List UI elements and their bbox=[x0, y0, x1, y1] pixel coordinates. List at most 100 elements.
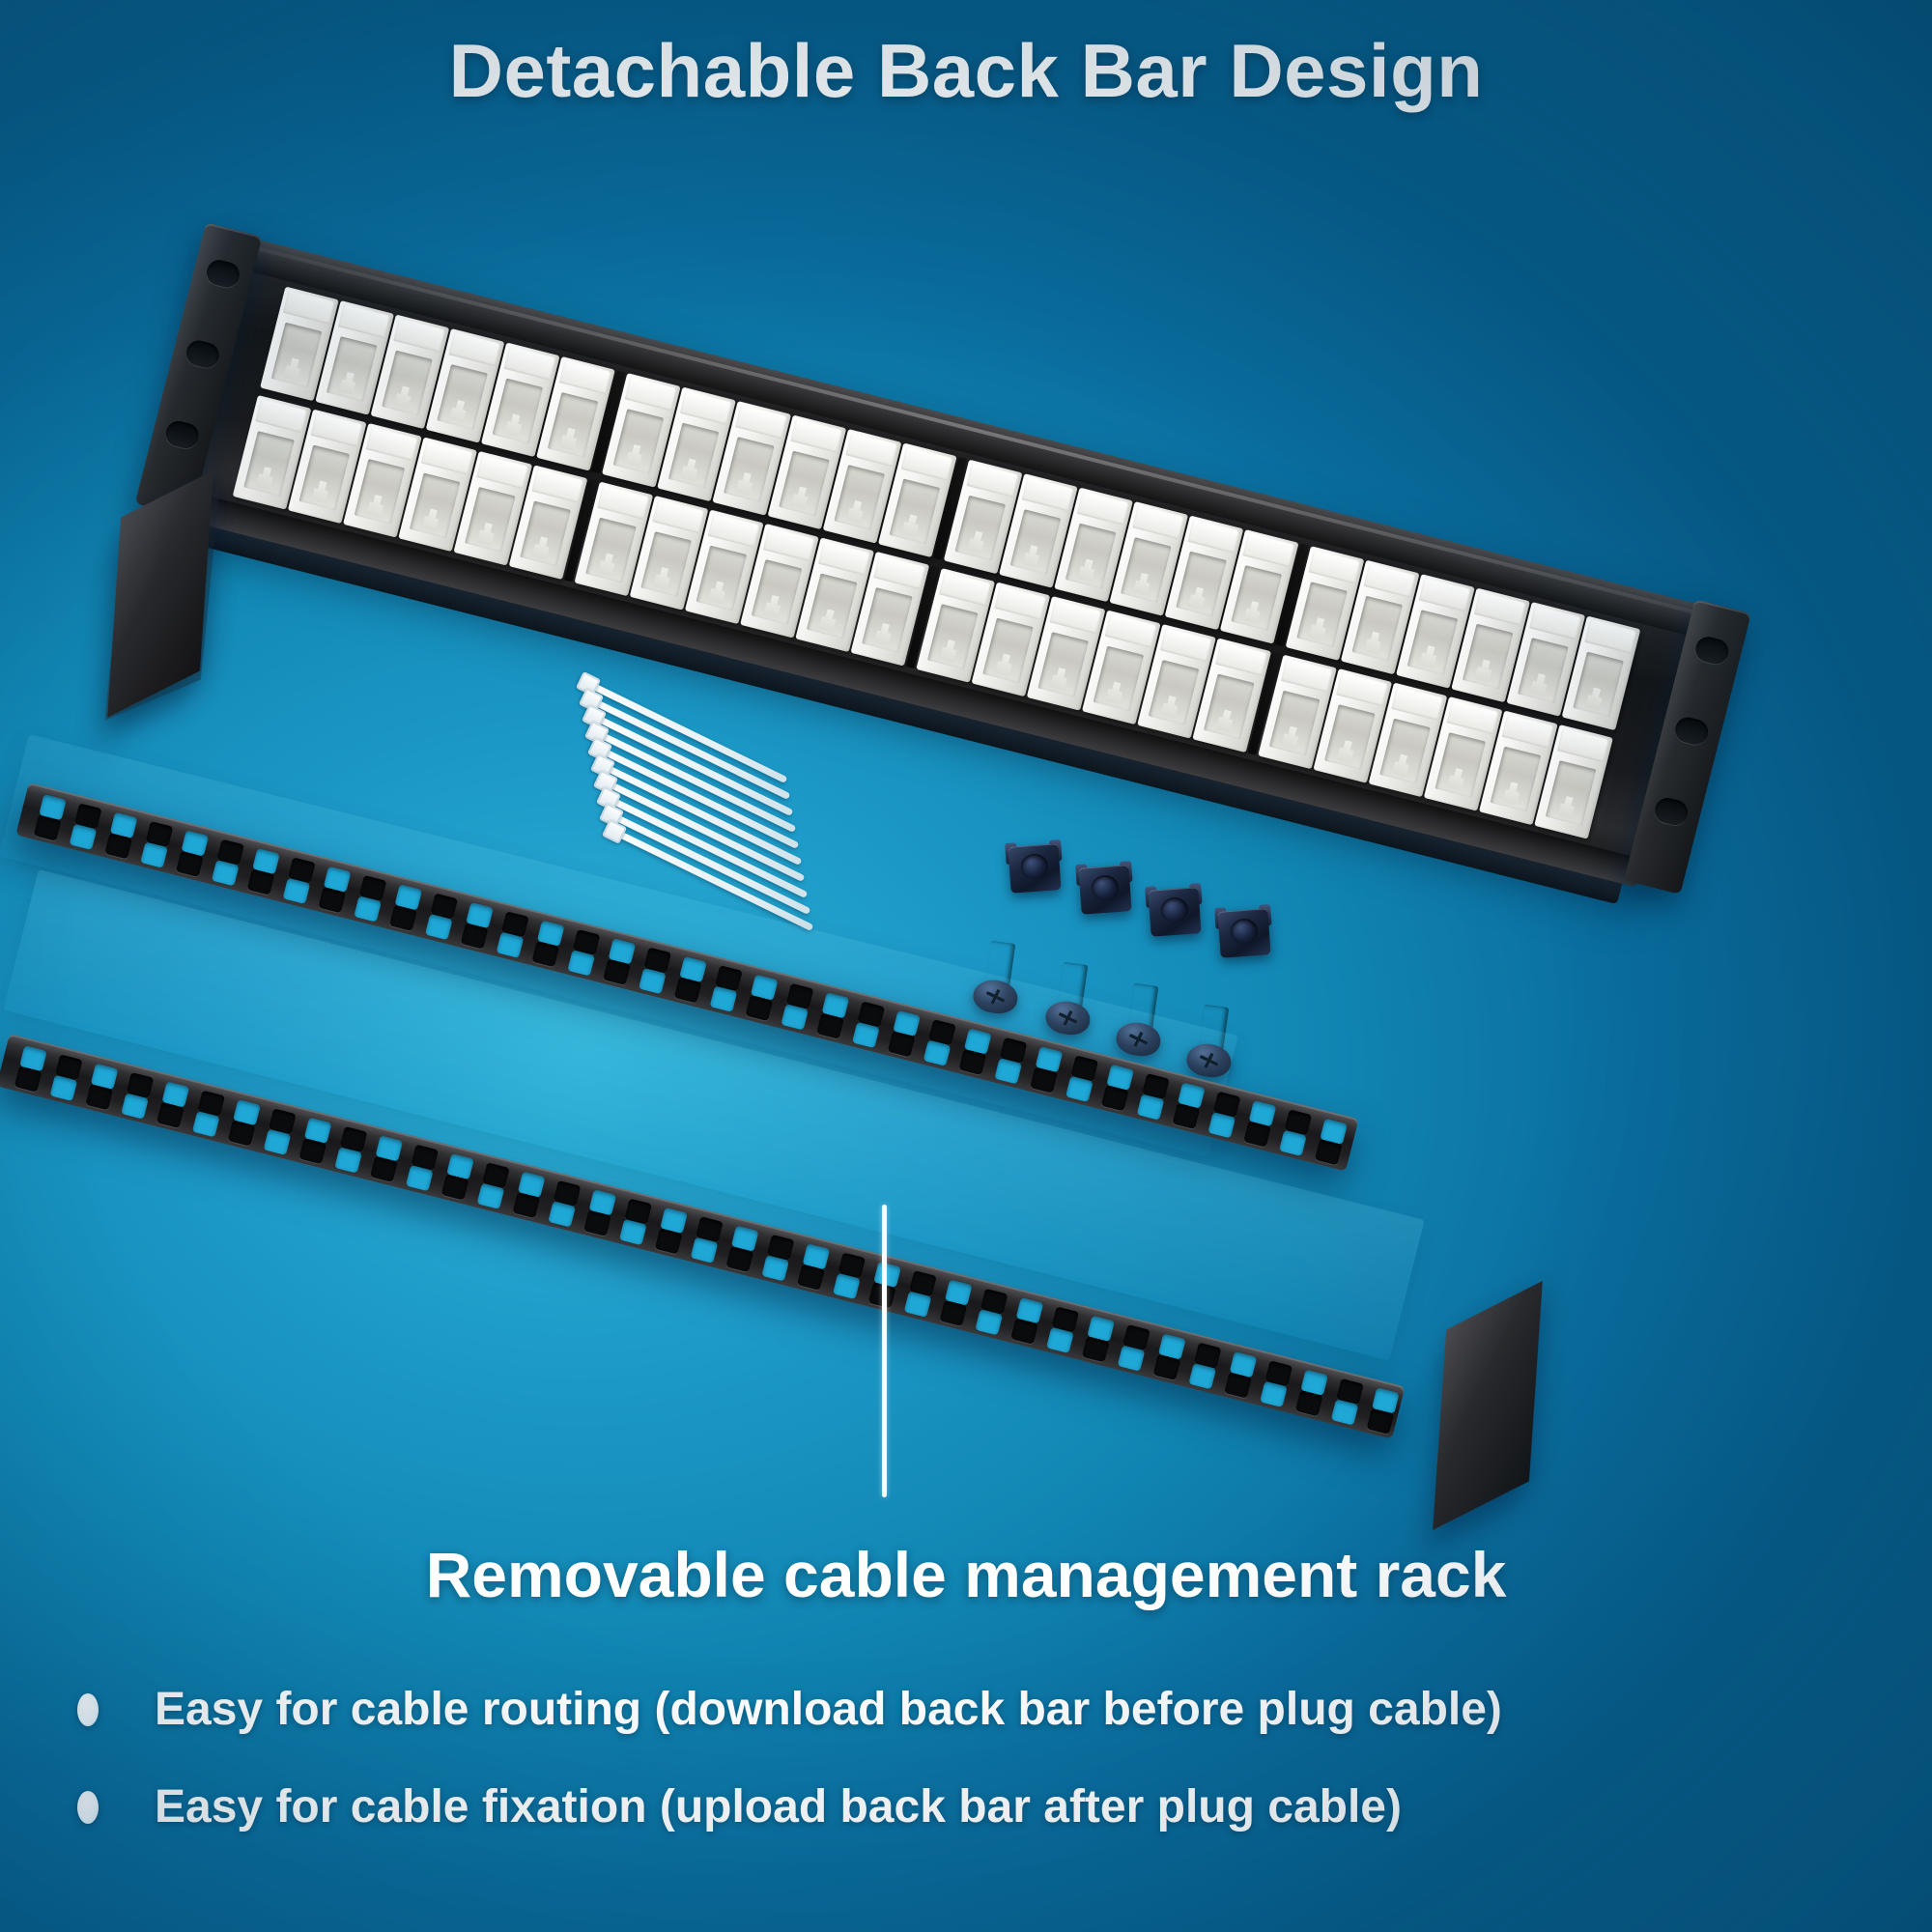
back-bar-hole bbox=[745, 994, 774, 1022]
rack-mount-slot bbox=[184, 337, 222, 371]
bullet-dot-icon bbox=[77, 1790, 99, 1824]
back-bar-hole bbox=[263, 1128, 292, 1155]
section-subtitle: Removable cable management rack bbox=[425, 1539, 1507, 1610]
rack-mount-slot bbox=[163, 418, 202, 451]
rj45-port bbox=[437, 364, 488, 430]
back-bar-hole bbox=[690, 1236, 719, 1264]
back-bar-hole bbox=[69, 823, 98, 851]
back-bar-hole bbox=[903, 1291, 932, 1318]
rj45-port bbox=[547, 392, 599, 458]
rj45-port bbox=[1518, 638, 1569, 703]
back-bar-hole bbox=[1330, 1399, 1359, 1426]
bullet-text: Easy for cable fixation (upload back bar… bbox=[155, 1781, 1402, 1833]
back-bar-hole bbox=[603, 958, 631, 985]
rj45-port bbox=[298, 444, 351, 511]
rack-mount-slot bbox=[1692, 634, 1731, 668]
back-bar-bracket-right bbox=[1433, 1280, 1543, 1531]
back-bar-hole bbox=[781, 1004, 809, 1031]
back-bar-hole bbox=[761, 1255, 789, 1282]
back-bar-hole bbox=[939, 1299, 968, 1327]
back-bar-hole bbox=[140, 841, 168, 868]
rj45-port bbox=[1009, 509, 1062, 575]
rj45-port bbox=[492, 378, 544, 444]
back-bar-hole bbox=[476, 1182, 505, 1209]
back-bar-hole bbox=[334, 1147, 362, 1174]
back-bar-hole bbox=[354, 895, 382, 923]
back-bar-hole bbox=[583, 1209, 611, 1236]
rj45-port bbox=[270, 322, 323, 388]
back-bar-hole bbox=[389, 904, 417, 931]
rj45-port bbox=[640, 531, 692, 597]
back-bar-hole bbox=[1117, 1345, 1146, 1372]
back-bar-hole bbox=[14, 1065, 43, 1093]
rj45-port bbox=[1406, 610, 1459, 675]
rack-mount-slot bbox=[204, 257, 242, 291]
back-bar-hole bbox=[176, 850, 204, 878]
back-bar-hole bbox=[211, 860, 240, 887]
rj45-port bbox=[1573, 651, 1624, 718]
back-bar-hole bbox=[1010, 1318, 1038, 1345]
rj45-port bbox=[889, 478, 941, 545]
back-bar-hole bbox=[1224, 1372, 1252, 1399]
back-bar-hole bbox=[1260, 1380, 1288, 1407]
rj45-port bbox=[326, 336, 378, 402]
rj45-port bbox=[1462, 623, 1514, 690]
back-bar-hole bbox=[460, 923, 489, 950]
rj45-port bbox=[1379, 718, 1431, 784]
rj45-port bbox=[1545, 760, 1597, 826]
back-bar-hole bbox=[673, 977, 702, 1004]
back-bar-hole bbox=[1046, 1326, 1074, 1354]
list-item: Easy for cable fixation (upload back bar… bbox=[68, 1780, 1884, 1833]
back-bar-hole bbox=[440, 1174, 469, 1201]
back-bar-hole bbox=[797, 1264, 825, 1291]
back-bar-hole bbox=[1152, 1353, 1181, 1381]
rj45-port bbox=[243, 431, 295, 497]
back-bar-hole bbox=[49, 1074, 78, 1102]
back-bar-hole bbox=[1294, 1390, 1323, 1417]
back-bar-hole bbox=[832, 1272, 861, 1300]
rj45-port bbox=[612, 409, 665, 474]
back-bar-hole bbox=[246, 868, 275, 895]
back-bar-hole bbox=[638, 967, 667, 995]
back-bar-hole bbox=[725, 1245, 754, 1273]
back-bar-hole bbox=[618, 1218, 647, 1246]
rj45-port bbox=[954, 495, 1006, 561]
back-bar-hole bbox=[709, 985, 738, 1012]
back-bar-hole bbox=[424, 914, 453, 941]
back-bar-hole bbox=[496, 931, 525, 958]
rj45-port bbox=[668, 422, 720, 489]
rj45-port bbox=[585, 517, 637, 583]
back-bar-hole bbox=[318, 887, 347, 914]
back-bar-hole bbox=[654, 1228, 683, 1255]
bullet-text: Easy for cable routing (download back ba… bbox=[155, 1684, 1502, 1735]
rj45-port bbox=[1490, 746, 1542, 812]
back-bar-hole bbox=[191, 1111, 220, 1138]
rj45-port bbox=[465, 486, 516, 553]
back-bar-hole bbox=[282, 877, 311, 904]
rj45-port bbox=[779, 450, 830, 517]
back-bar-hole bbox=[512, 1192, 541, 1219]
back-bar-hole bbox=[156, 1101, 185, 1129]
back-bar-hole bbox=[33, 814, 62, 841]
list-item: Easy for cable routing (download back ba… bbox=[68, 1683, 1884, 1736]
rj45-port bbox=[1176, 551, 1227, 617]
back-bar-hole bbox=[1188, 1363, 1217, 1390]
back-bar-hole bbox=[1081, 1336, 1110, 1363]
bullet-dot-icon bbox=[77, 1692, 99, 1726]
rj45-port bbox=[354, 459, 406, 525]
back-bar-hole bbox=[1366, 1407, 1395, 1435]
rj45-port bbox=[1065, 523, 1117, 589]
back-bar-hole bbox=[405, 1165, 434, 1192]
back-bar-hole bbox=[567, 950, 595, 977]
back-bar-hole bbox=[227, 1120, 256, 1147]
feature-bullet-list: Easy for cable routing (download back ba… bbox=[68, 1683, 1884, 1878]
back-bar-hole bbox=[531, 941, 560, 968]
back-bar-hole bbox=[370, 1155, 398, 1182]
back-bar-hole bbox=[548, 1201, 576, 1228]
back-bar-hole bbox=[975, 1309, 1004, 1336]
rj45-port bbox=[382, 350, 433, 416]
rj45-port bbox=[834, 465, 885, 530]
rj45-port bbox=[751, 559, 803, 625]
back-bar-hole bbox=[121, 1093, 149, 1120]
